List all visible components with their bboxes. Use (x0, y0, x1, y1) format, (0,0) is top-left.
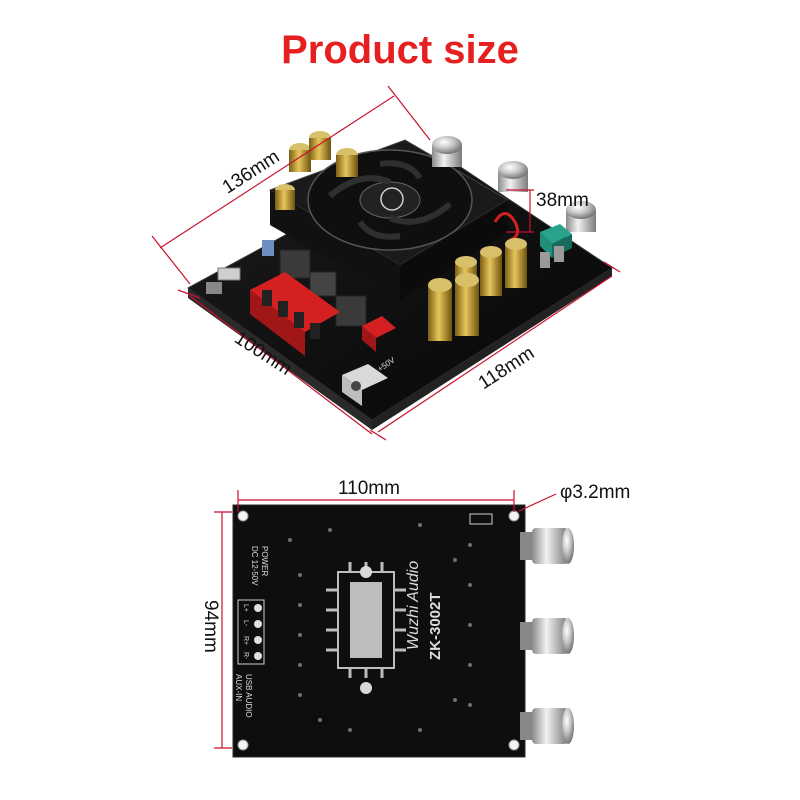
terminal-block (362, 316, 396, 352)
fan-logo-icon (380, 187, 404, 211)
bottom-dimensions: 110mm 94mm φ3.2mm (200, 478, 630, 749)
pcb-edge-right (372, 268, 612, 430)
dc-jack (342, 364, 388, 406)
l-plus-label: L+ (242, 604, 249, 612)
mounting-hole (508, 510, 520, 522)
l-minus-label: L- (242, 620, 249, 627)
hole-diameter-dimension: φ3.2mm (560, 482, 630, 503)
red-wire (493, 212, 520, 242)
speaker-terminals (250, 272, 340, 356)
page-title: Product size (281, 28, 519, 72)
bottom-height-dimension: 94mm (200, 600, 221, 653)
teal-potentiometer (540, 224, 572, 244)
mounting-hole (237, 510, 249, 522)
right-capacitors (262, 238, 564, 341)
via-dots (288, 523, 472, 732)
aux-in-label: AUX-IN (234, 674, 243, 701)
usb-audio-label: USB AUDIO (244, 674, 253, 718)
top-view-board: +50V (187, 131, 613, 430)
bottom-knobs (520, 528, 574, 744)
model-label: ZK-3002T (427, 592, 444, 660)
power-label: POWER (260, 546, 269, 576)
terminal-pads (237, 599, 265, 665)
bottom-width-dimension: 110mm (338, 478, 400, 499)
bottom-view-board: Wuzhi Audio ZK-3002T POWER DC 12-50V USB… (232, 504, 574, 758)
dc-voltage-label: DC 12-50V (250, 546, 259, 586)
top-knobs (432, 136, 596, 232)
mounting-hole (508, 739, 520, 751)
height-dimension: 38mm (536, 190, 589, 211)
top-capacitors (275, 131, 358, 210)
mounting-hole (237, 739, 249, 751)
r-minus-label: R- (242, 652, 249, 660)
pcb-edge (188, 288, 372, 430)
usb-port (217, 267, 241, 281)
r-plus-label: R+ (242, 636, 249, 645)
brand-label: Wuzhi Audio (405, 561, 422, 650)
ic-label-box (469, 513, 493, 525)
aux-port (206, 282, 222, 294)
heatsink-pattern (326, 562, 406, 694)
